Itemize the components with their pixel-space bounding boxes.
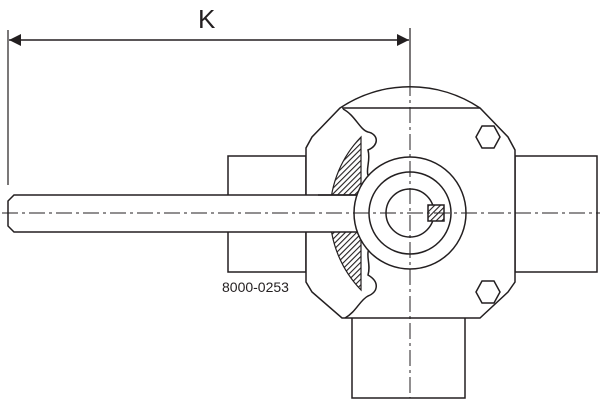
- bolt-head-top: [475, 125, 501, 149]
- centerlines: [2, 80, 600, 398]
- drawing-number: 8000-0253: [222, 279, 289, 295]
- right-port: [514, 155, 598, 273]
- dimension-k: [7, 28, 411, 185]
- dimension-label: K: [198, 4, 216, 34]
- bolt-head-bottom: [475, 280, 501, 304]
- bottom-port: [351, 315, 466, 399]
